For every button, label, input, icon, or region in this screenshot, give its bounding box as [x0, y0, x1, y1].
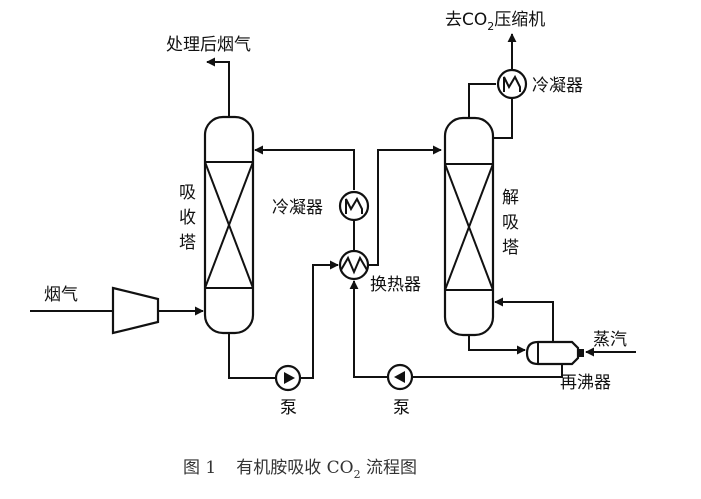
treated-gas-label: 处理后烟气: [166, 35, 251, 55]
top-condenser-label: 冷凝器: [532, 76, 583, 96]
heat-exchanger-icon: [338, 249, 370, 281]
steam-label: 蒸汽: [593, 330, 627, 350]
stripper-label-2: 吸: [502, 213, 519, 233]
reboiler-vapor-return-line: [494, 297, 554, 342]
stripper-label-3: 塔: [502, 238, 519, 258]
stripper-to-reboiler-line: [468, 335, 526, 355]
flue-gas-label: 烟气: [44, 285, 78, 305]
absorber-label-3: 塔: [179, 233, 196, 253]
absorber-label-2: 收: [179, 208, 196, 228]
stripper-to-condenser-line: [468, 83, 496, 118]
right-pump-label: 泵: [393, 398, 410, 418]
left-pump-label: 泵: [280, 398, 297, 418]
treated-gas-line: [206, 57, 230, 117]
to-compressor-label: 去CO2压缩机: [445, 10, 545, 33]
reboiler-label: 再沸器: [560, 373, 611, 393]
left-pump-icon: [274, 364, 302, 392]
top-condenser-icon: [496, 68, 528, 100]
lean-to-absorber-line: [254, 145, 355, 190]
absorber-bottom-line: [228, 333, 276, 379]
right-pump-icon: [386, 363, 414, 391]
heat-exchanger-label: 换热器: [370, 275, 421, 295]
middle-condenser-label: 冷凝器: [272, 198, 323, 218]
stripper-label-1: 解: [502, 188, 519, 208]
pump-to-exchanger-return-line: [349, 280, 388, 378]
reboiler-icon: [525, 340, 584, 366]
flue-gas-fan: [111, 286, 160, 335]
stripper-column: [443, 116, 495, 337]
absorber-column: [203, 115, 255, 335]
absorber-label-1: 吸: [179, 183, 196, 203]
condensate-return-line: [493, 98, 513, 139]
middle-condenser-icon: [338, 190, 370, 222]
exchanger-to-stripper-line: [368, 145, 442, 266]
reboiler-to-pump-line: [412, 364, 563, 378]
pump-to-exchanger-line: [300, 260, 339, 379]
